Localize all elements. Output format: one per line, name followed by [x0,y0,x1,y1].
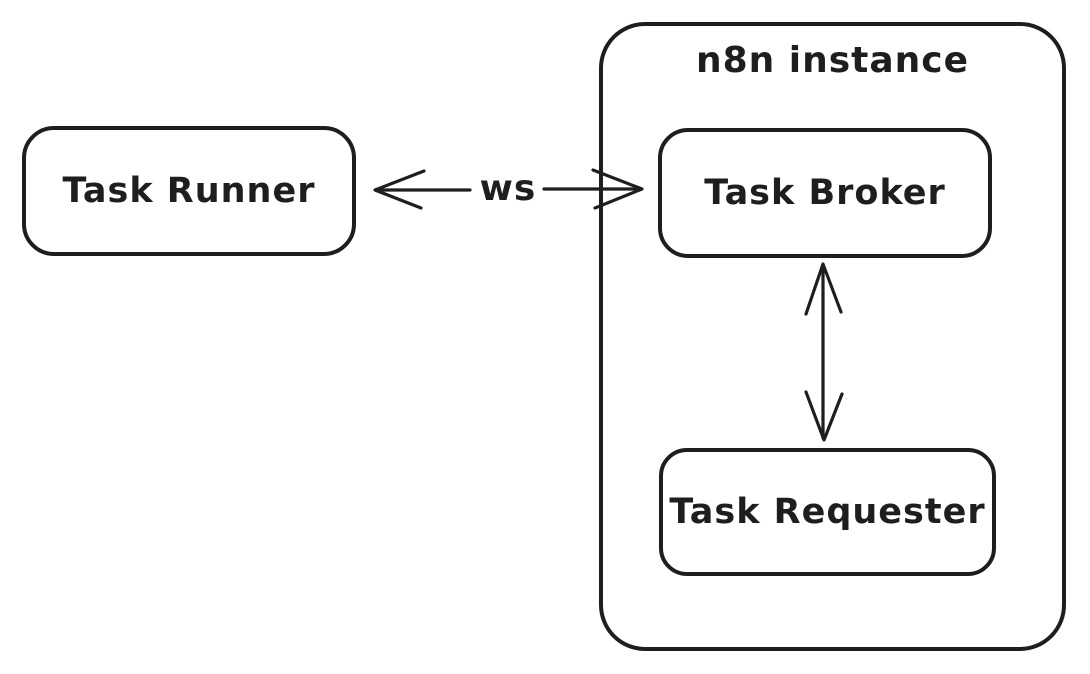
ws-edge-label: ws [479,168,537,209]
task-broker-node: Task Broker [658,128,992,258]
task-requester-node: Task Requester [659,448,996,576]
n8n-instance-label: n8n instance [695,40,970,81]
task-runner-label: Task Runner [62,171,316,211]
n8n-instance-group: n8n instance [599,22,1066,651]
task-runner-node: Task Runner [22,126,356,256]
task-broker-label: Task Broker [704,173,946,213]
task-requester-label: Task Requester [669,492,986,532]
